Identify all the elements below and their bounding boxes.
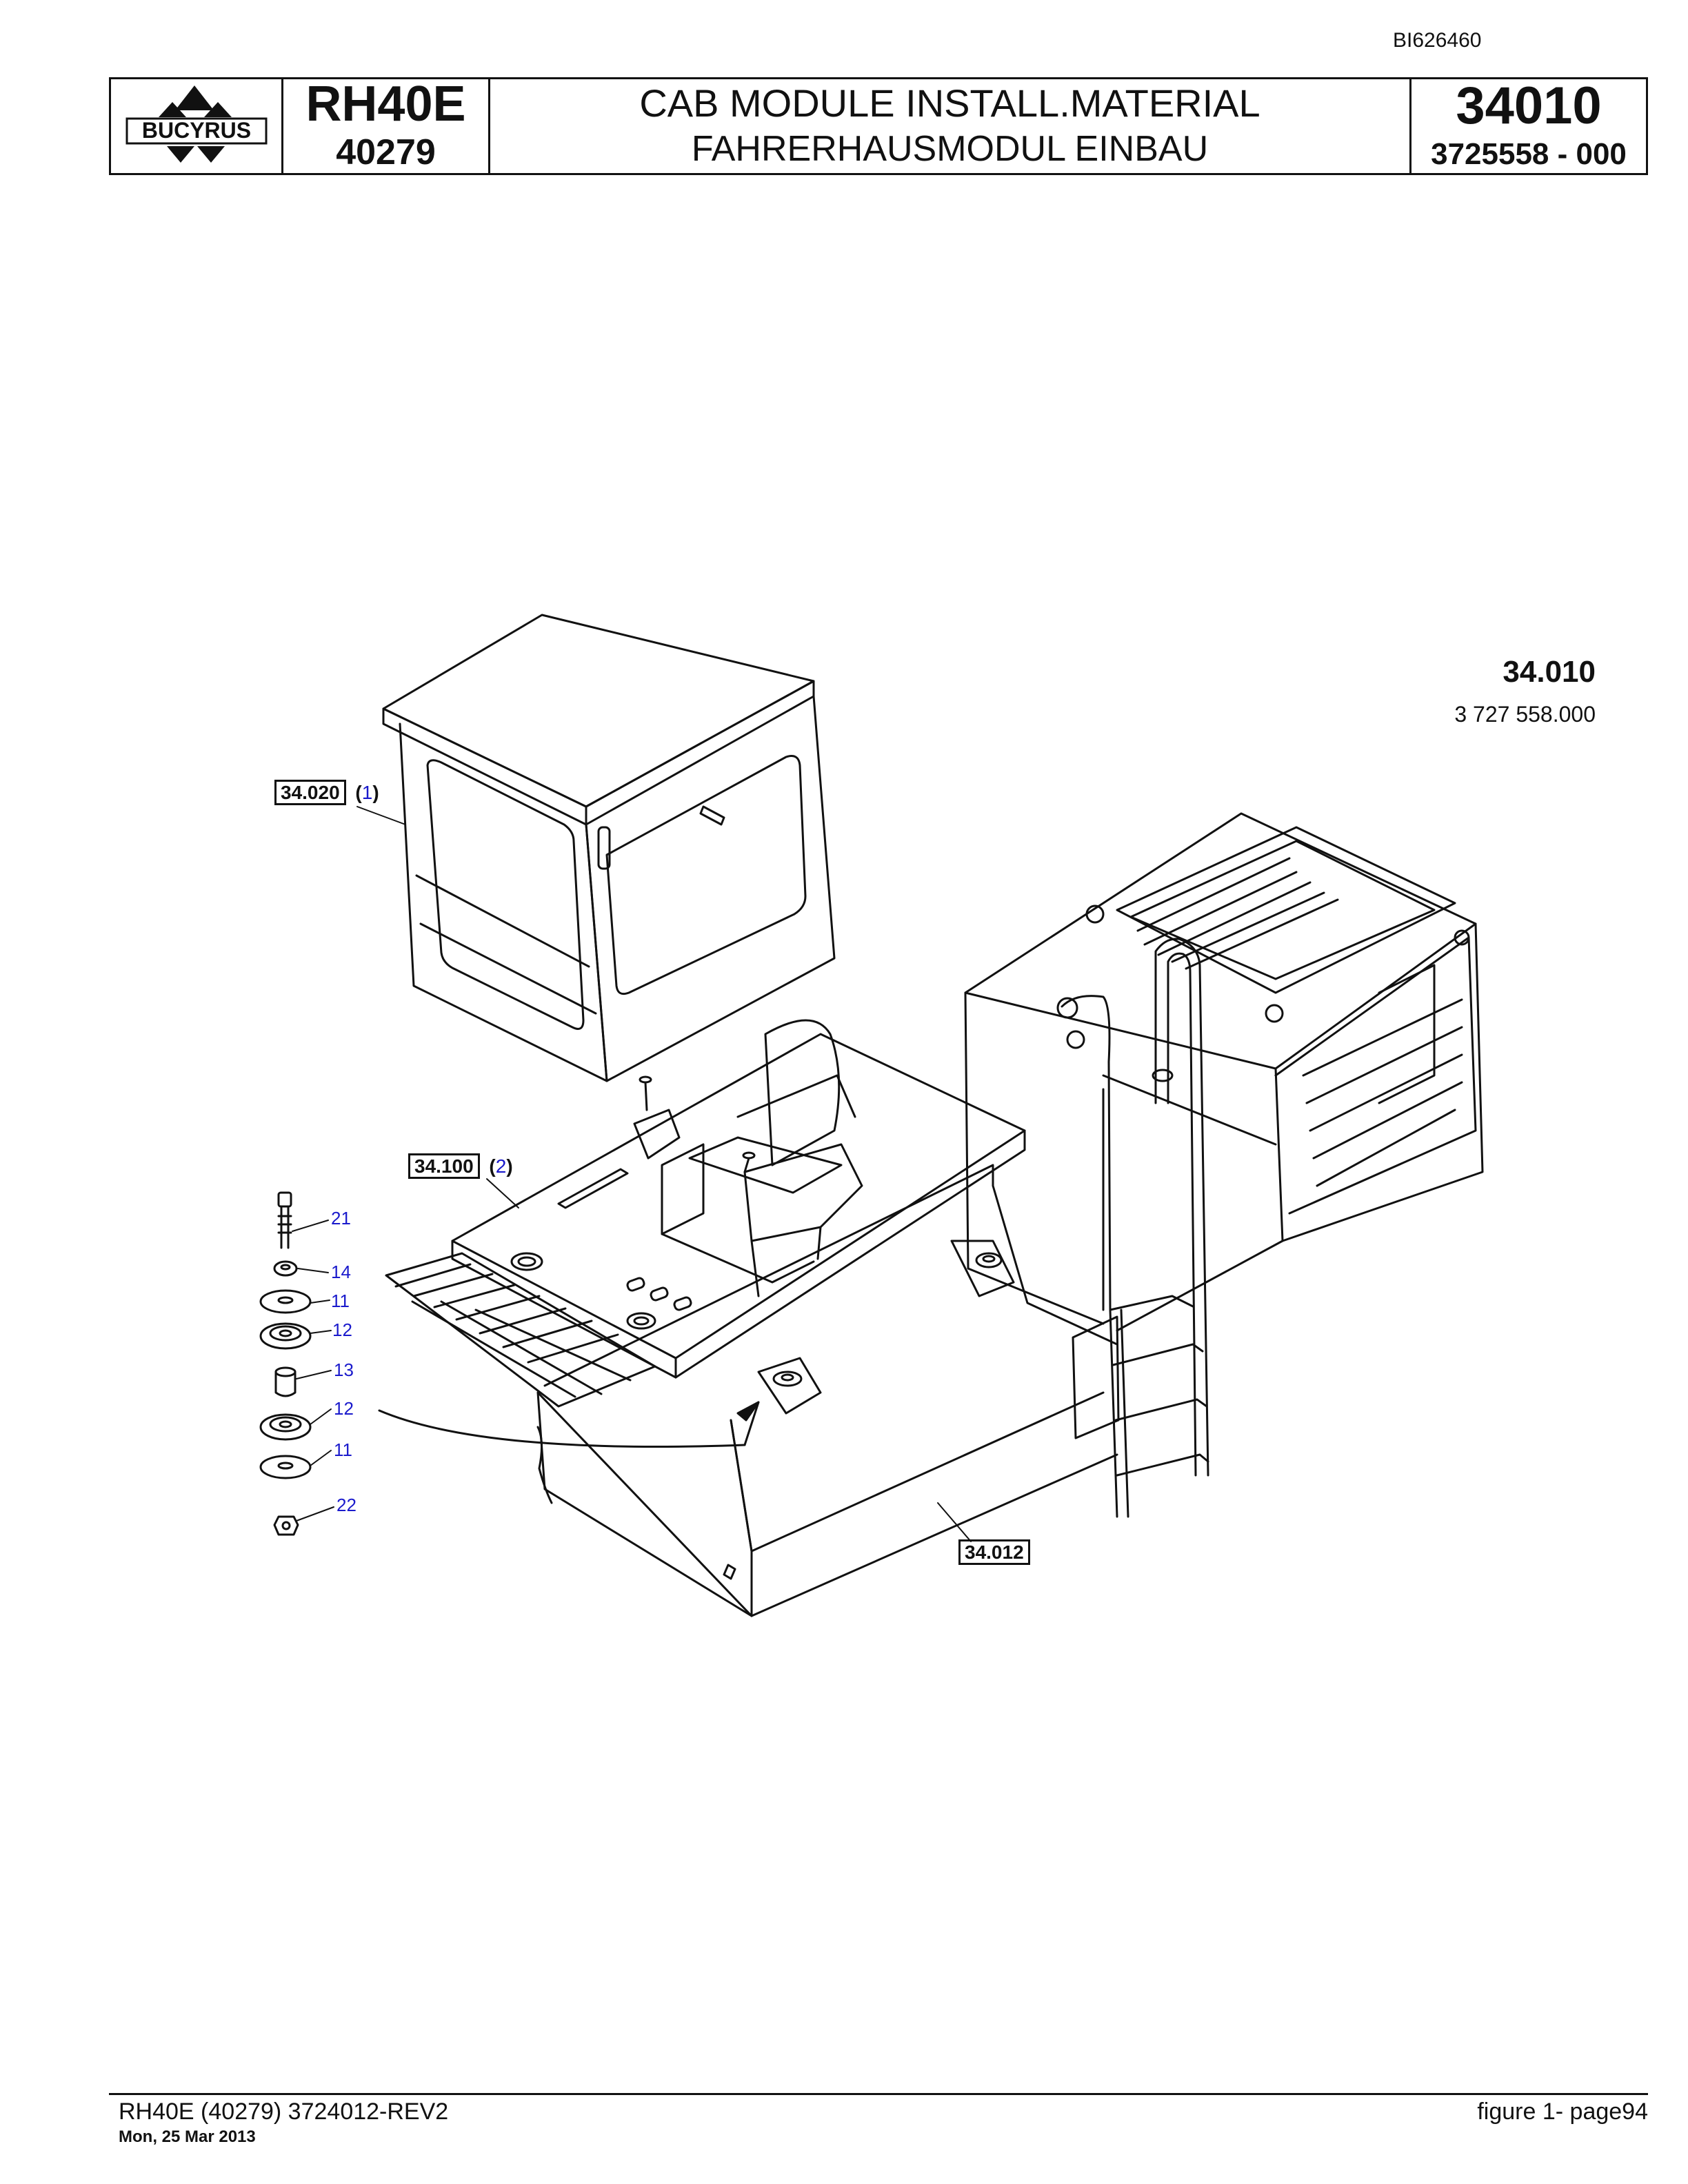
platform-illustration [385,1019,1026,1408]
fastener-stack [259,1191,312,1536]
callout-cab: 34.020 (1) [274,780,379,805]
title-german: FAHRERHAUSMODUL EINBAU [691,129,1209,169]
item-label: 13 [334,1359,354,1380]
footer-doc-ref: RH40E (40279) 3724012-REV2 [119,2099,449,2125]
callout-base-code: 34.012 [958,1539,1030,1565]
ladder-illustration [1056,938,1209,1518]
figure-number: 3 727 558.000 [1454,702,1596,727]
brand-name: BUCYRUS [141,118,250,143]
leader-lines [292,806,972,1542]
model-name: RH40E [305,77,466,132]
title-english: CAB MODULE INSTALL.MATERIAL [639,81,1260,125]
part-number: 3725558 - 000 [1431,137,1627,171]
callout-cab-code: 34.020 [274,780,346,805]
callout-platform-code: 34.100 [408,1153,480,1179]
group-number: 34010 [1456,77,1602,135]
item-label: 14 [331,1262,351,1282]
item-label: 22 [336,1495,356,1515]
item-label: 21 [331,1208,351,1228]
item-label: 11 [331,1291,350,1311]
callout-platform: 34.100 (2) [408,1153,513,1179]
footer-date: Mon, 25 Mar 2013 [119,2127,256,2146]
item-label: 12 [332,1320,352,1340]
bucyrus-logo: BUCYRUS [125,85,267,163]
footer-page-ref: figure 1- page94 [1477,2099,1648,2125]
title-cell: CAB MODULE INSTALL.MATERIAL FAHRERHAUSMO… [490,79,1411,173]
serial-number: 40279 [336,132,436,172]
base-frame-illustration [378,1164,1118,1617]
callout-base: 34.012 [958,1539,1030,1565]
brand-logo-cell: BUCYRUS [111,79,283,173]
item-label: 11 [334,1439,352,1460]
title-block: BUCYRUS RH40E 40279 CAB MODULE INSTALL.M… [109,77,1648,175]
figure-code-block: 34.010 3 727 558.000 [1454,655,1596,727]
cab-illustration [382,614,836,1082]
group-number-cell: 34010 3725558 - 000 [1411,79,1646,173]
item-label: 12 [334,1398,354,1419]
figure-code: 34.010 [1503,655,1596,689]
footer-divider [109,2093,1648,2095]
housing-illustration [964,812,1484,1332]
callout-cab-ref: 1 [361,782,373,803]
callout-platform-ref: 2 [495,1155,507,1177]
document-id: BI626460 [1393,29,1482,52]
model-cell: RH40E 40279 [283,79,490,173]
